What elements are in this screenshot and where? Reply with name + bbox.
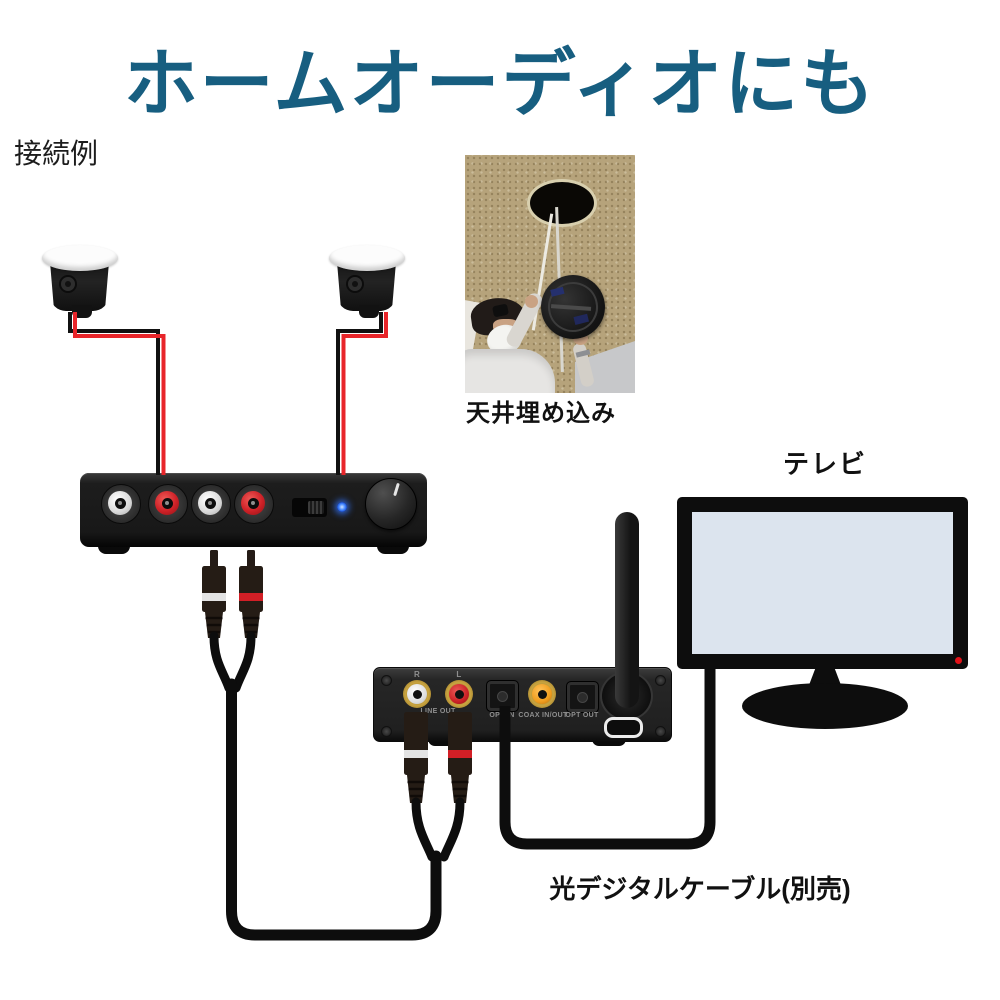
bluetooth-led — [337, 502, 347, 512]
ceiling-speaker-right — [329, 245, 409, 319]
amp-foot — [98, 543, 130, 554]
speaker-trim-ring — [329, 245, 405, 271]
amp-rca-jack-red-1 — [148, 484, 188, 524]
ceiling-photo-caption: 天井埋め込み — [466, 400, 616, 427]
power-switch — [292, 498, 327, 517]
wire-terminal — [359, 305, 379, 318]
port-label-l: L — [456, 670, 462, 679]
tv-stand-base — [742, 683, 908, 729]
volume-knob — [365, 478, 417, 530]
rca-cable — [411, 797, 437, 862]
receiver-rca-coax — [528, 680, 556, 708]
port-label-r: R — [413, 670, 421, 679]
tv-screen — [692, 512, 953, 654]
optical-out-port — [566, 681, 599, 713]
tv-label: テレビ — [782, 449, 867, 479]
port-label-line-out: LINE OUT — [420, 708, 456, 715]
optical-in-port — [486, 680, 519, 712]
ceiling-hole — [527, 179, 597, 227]
knob-indicator — [393, 482, 400, 497]
screw — [381, 675, 392, 686]
speaker-wire-black-left — [68, 312, 160, 475]
tv — [677, 497, 968, 669]
installer-hand — [525, 295, 538, 308]
screw — [655, 675, 666, 686]
mounting-clamp — [346, 275, 364, 293]
amp-rca-jack-red-2 — [234, 484, 274, 524]
speaker-wire-red-right — [341, 312, 388, 475]
speaker-wire-black-right — [336, 312, 383, 475]
mounting-clamp — [59, 275, 77, 293]
speaker-trim-ring — [42, 245, 118, 271]
optical-cable-caption: 光デジタルケーブル(別売) — [549, 874, 851, 904]
screw — [655, 726, 666, 737]
connection-example-label: 接続例 — [14, 138, 99, 169]
rca-cable — [439, 797, 465, 862]
rca-plug-red-amp — [239, 550, 263, 638]
rca-cable — [231, 631, 256, 693]
ceiling-speaker-left — [42, 245, 122, 319]
receiver-rca-white — [403, 680, 431, 708]
page-title: ホームオーディオにも — [123, 42, 877, 125]
amp-rca-jack-white-1 — [101, 484, 141, 524]
amp-rca-jack-white-2 — [191, 484, 231, 524]
speaker-being-installed — [534, 268, 612, 346]
wifi-antenna — [615, 512, 639, 708]
screw — [381, 726, 392, 737]
wire-terminal — [72, 305, 92, 318]
speaker-wire-red-left — [73, 312, 166, 475]
port-label-opt-out: OPT OUT — [565, 712, 599, 719]
usb-c-port — [604, 717, 643, 738]
receiver-rca-red — [445, 680, 473, 708]
ceiling-install-photo — [465, 155, 635, 393]
rca-cable — [209, 631, 234, 693]
amp-foot — [377, 543, 409, 554]
tv-standby-led — [955, 657, 962, 664]
installer-shirt — [465, 349, 555, 393]
rca-plug-white-amp — [202, 550, 226, 638]
